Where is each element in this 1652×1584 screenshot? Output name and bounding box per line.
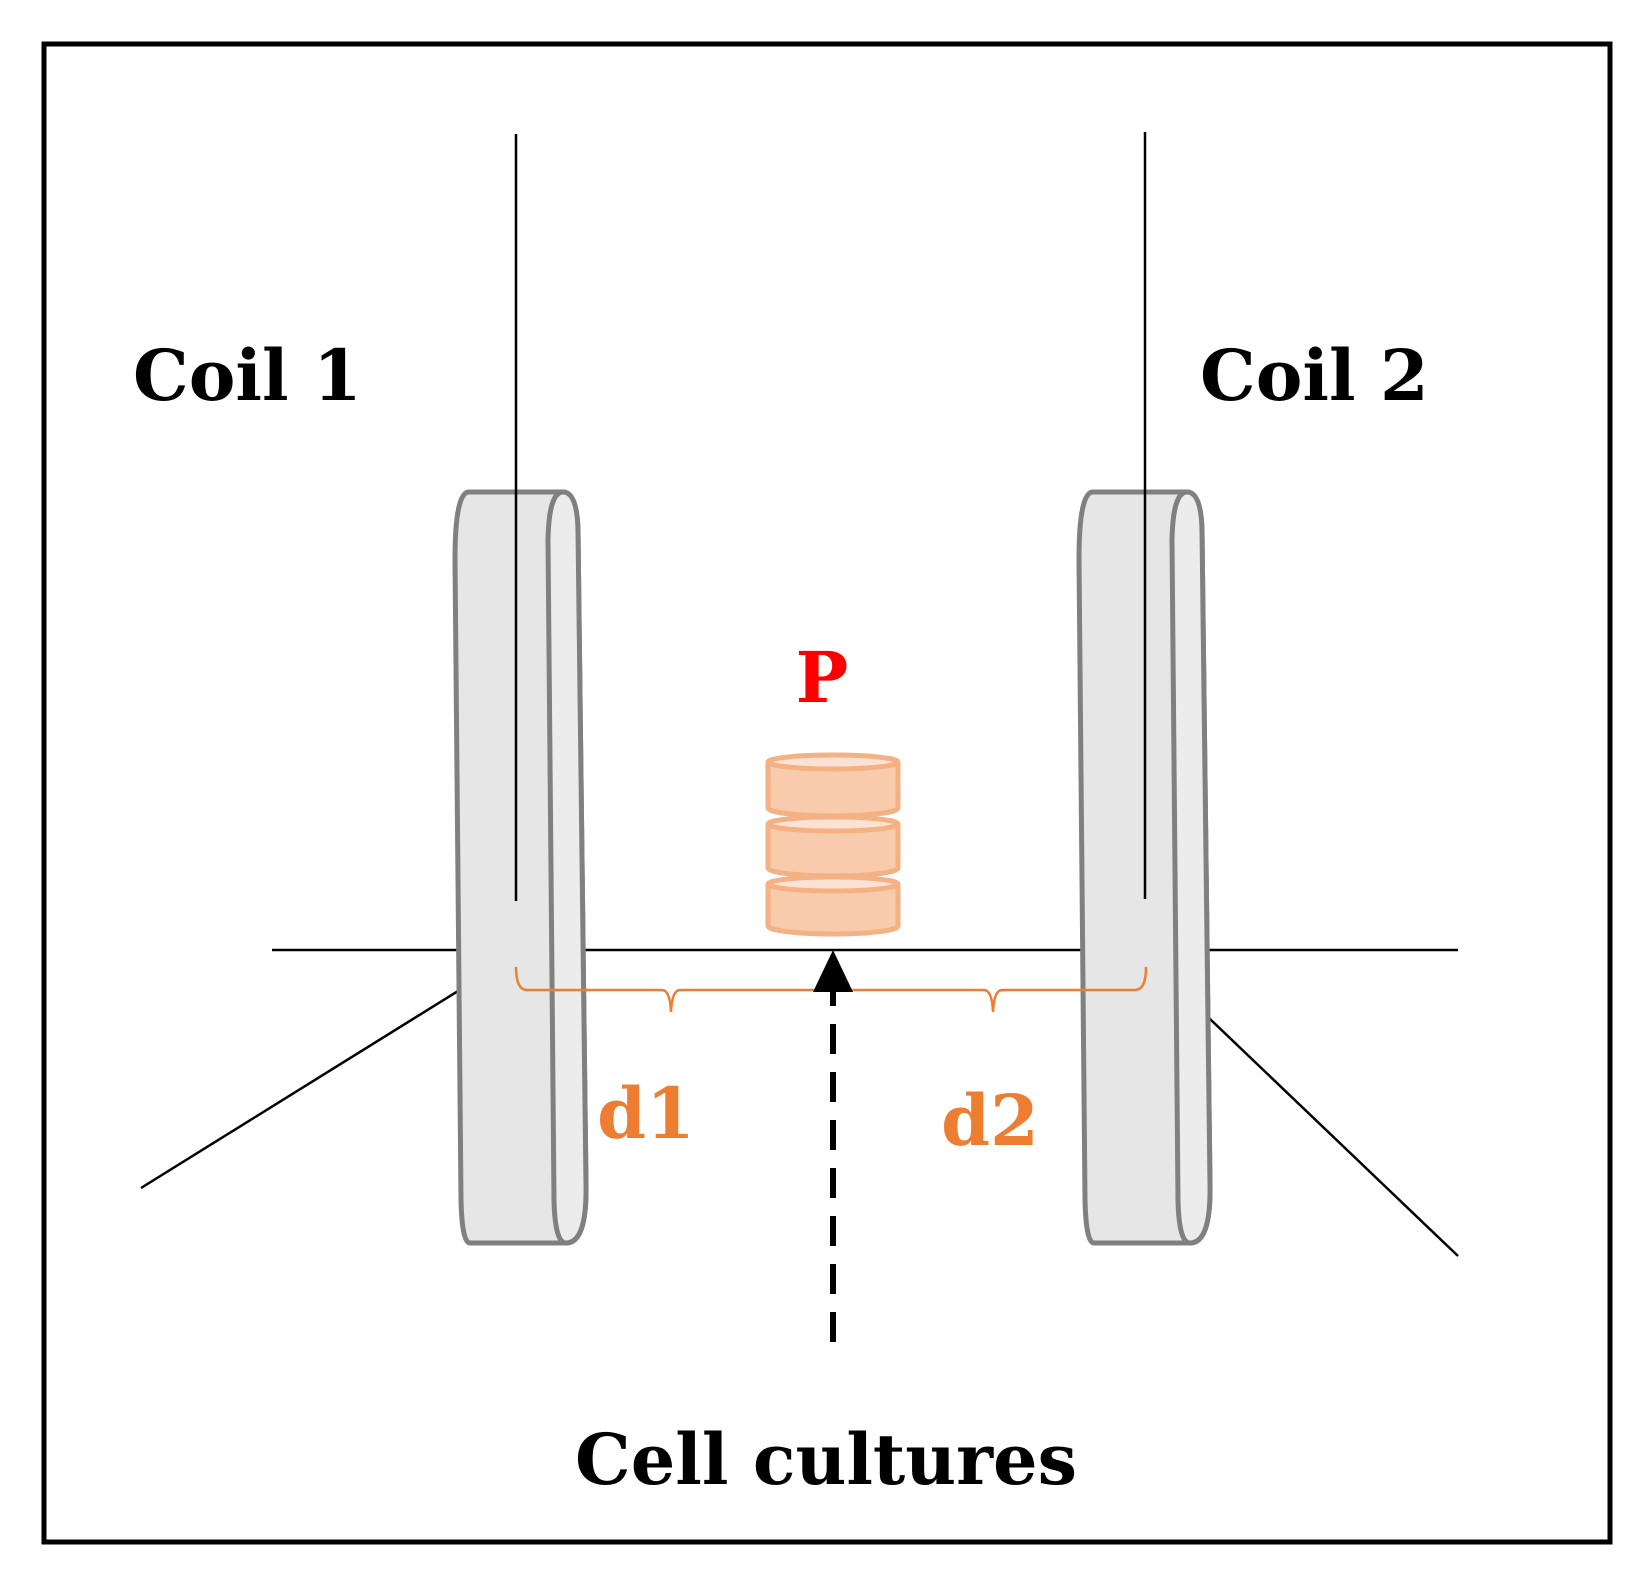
d1-label: d1 <box>597 1072 695 1155</box>
coil-1-rim <box>545 489 589 1246</box>
coil-2-rim <box>1169 489 1213 1246</box>
coil-1-label: Coil 1 <box>133 334 362 417</box>
cell-culture-dish-stack <box>765 752 901 937</box>
coil-1 <box>452 489 589 1246</box>
culture-dish <box>765 874 901 937</box>
d1-brace <box>514 966 823 1013</box>
left-diagonal-line <box>140 953 517 1190</box>
coil-2-label: Coil 2 <box>1200 334 1429 417</box>
point-p-label: P <box>796 636 849 719</box>
culture-dish <box>765 752 901 819</box>
cell-culture-arrowhead <box>813 950 853 992</box>
d2-label: d2 <box>941 1079 1039 1162</box>
d2-brace <box>843 966 1148 1013</box>
culture-dish <box>765 814 901 879</box>
cell-cultures-label: Cell cultures <box>575 1418 1077 1501</box>
